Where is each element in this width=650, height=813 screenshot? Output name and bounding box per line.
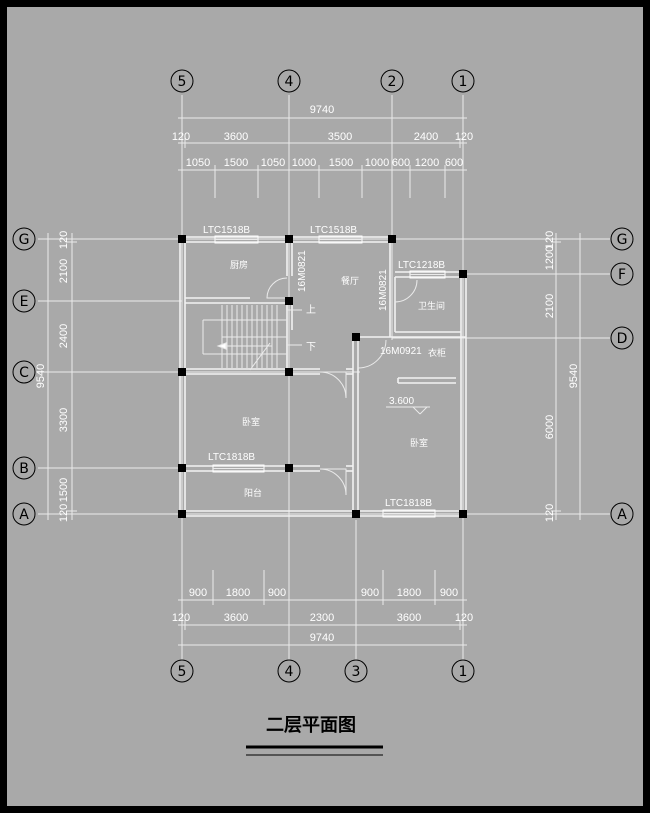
- dim-left-5: 120: [58, 504, 70, 522]
- axis-top-5: 5: [178, 74, 187, 90]
- axis-left-G: G: [19, 232, 30, 248]
- axis-top-4: 4: [285, 74, 294, 90]
- dim-top-r2-0: 120: [172, 131, 190, 143]
- dim-top-r2-3: 2400: [414, 131, 438, 143]
- dim-bot-r1-1: 1800: [226, 587, 250, 599]
- dim-bot-r2-1: 3600: [224, 612, 248, 624]
- top-dimensions: 9740 120 3600 3500 2400 120 1050 1500 10…: [172, 104, 473, 198]
- room-bedroom-left: 卧室: [242, 416, 260, 427]
- elevation-label: 3.600: [389, 396, 414, 407]
- dim-right-overall: 9540: [568, 364, 580, 388]
- dim-bot-r2-3: 3600: [397, 612, 421, 624]
- dim-right-3: 6000: [544, 415, 556, 439]
- axis-right-G: G: [617, 232, 628, 248]
- dim-top-r3-1: 1500: [224, 157, 248, 169]
- axis-bottom-1: 1: [459, 664, 468, 680]
- dim-top-overall: 9740: [310, 104, 334, 116]
- dim-left-4: 1500: [58, 478, 70, 502]
- dim-top-r3-0: 1050: [186, 157, 210, 169]
- dim-top-r2-2: 3500: [328, 131, 352, 143]
- windows: [212, 235, 446, 518]
- axis-right-D: D: [617, 331, 628, 347]
- dim-bot-overall: 9740: [310, 632, 334, 644]
- dim-bot-r2-4: 120: [455, 612, 473, 624]
- dim-left-0: 120: [58, 231, 70, 249]
- axis-left-E: E: [20, 294, 29, 310]
- window-label-kitchen: LTC1518B: [203, 225, 250, 236]
- dim-top-r2-1: 3600: [224, 131, 248, 143]
- dim-right-0: 120: [544, 231, 556, 249]
- window-label-bathroom: LTC1218B: [398, 260, 445, 271]
- axis-bottom-3: 3: [352, 664, 361, 680]
- room-dining: 餐厅: [341, 275, 359, 286]
- axis-bottom-5: 5: [178, 664, 187, 680]
- dim-left-3: 3300: [58, 408, 70, 432]
- axis-markers-right: G F D A: [610, 227, 634, 526]
- drawing-sheet: [7, 7, 643, 806]
- dim-bot-r2-2: 2300: [310, 612, 334, 624]
- axis-bottom-4: 4: [285, 664, 294, 680]
- dim-right-2: 2100: [544, 294, 556, 318]
- room-bathroom: 卫生间: [418, 300, 445, 311]
- door-label-kitchen: 16M0821: [297, 250, 308, 292]
- stair-up-label: 上: [306, 304, 316, 316]
- window-label-bedroom-right: LTC1818B: [385, 498, 432, 509]
- dim-top-r3-5: 1000: [365, 157, 389, 169]
- dim-top-r3-7: 1200: [415, 157, 439, 169]
- dim-bot-r2-0: 120: [172, 612, 190, 624]
- dim-left-2: 2400: [58, 324, 70, 348]
- dim-bot-r1-4: 1800: [397, 587, 421, 599]
- bottom-dimensions: 900 1800 900 900 1800 900 120 3600 2300 …: [172, 570, 473, 650]
- dim-bot-r1-5: 900: [440, 587, 458, 599]
- dim-left-overall: 9540: [35, 364, 47, 388]
- dim-right-1: 1200: [544, 246, 556, 270]
- right-dimensions: 120 1200 2100 6000 120 9540: [544, 231, 585, 522]
- doors: [266, 277, 418, 496]
- door-label-bedroom: 16M0921: [380, 346, 422, 357]
- axis-right-A: A: [617, 507, 627, 523]
- elevation-marker: [386, 406, 430, 415]
- door-label-bathroom: 16M0821: [378, 269, 389, 311]
- dim-top-r3-8: 600: [445, 157, 463, 169]
- dim-top-r3-6: 600: [392, 157, 410, 169]
- axis-top-2: 2: [388, 74, 397, 90]
- staircase: [202, 305, 302, 371]
- dim-bot-r1-3: 900: [361, 587, 379, 599]
- axis-left-C: C: [19, 365, 29, 381]
- dim-left-1: 2100: [58, 259, 70, 283]
- axis-markers-left: G E C B A: [12, 227, 36, 526]
- dim-top-r3-3: 1000: [292, 157, 316, 169]
- axis-right-F: F: [618, 267, 626, 283]
- columns: [178, 235, 467, 518]
- axis-markers-top: 5 4 2 1: [170, 69, 475, 93]
- axis-markers-bottom: 5 4 3 1: [170, 659, 475, 683]
- window-label-dining: LTC1518B: [310, 225, 357, 236]
- room-balcony: 阳台: [244, 487, 262, 498]
- dim-right-4: 120: [544, 504, 556, 522]
- left-dimensions: 120 2100 2400 3300 1500 120 9540: [35, 231, 77, 522]
- dim-top-r2-4: 120: [455, 131, 473, 143]
- window-label-bedroom-left: LTC1818B: [208, 452, 255, 463]
- dim-top-r3-2: 1050: [261, 157, 285, 169]
- room-kitchen: 厨房: [230, 259, 248, 270]
- dim-bot-r1-2: 900: [268, 587, 286, 599]
- axis-top-1: 1: [459, 74, 468, 90]
- stair-down-label: 下: [306, 342, 316, 353]
- dim-bot-r1-0: 900: [189, 587, 207, 599]
- axis-left-A: A: [19, 507, 29, 523]
- dim-top-r3-4: 1500: [329, 157, 353, 169]
- room-wardrobe: 衣柜: [428, 347, 446, 358]
- axis-left-B: B: [19, 461, 29, 477]
- drawing-title: 二层平面图: [266, 715, 356, 736]
- room-bedroom-right: 卧室: [410, 437, 428, 448]
